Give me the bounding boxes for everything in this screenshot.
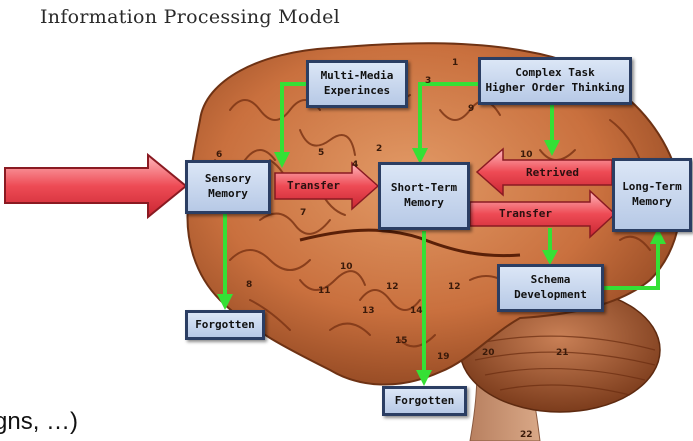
brain-number: 3 — [425, 76, 432, 86]
box-line: Multi-Media — [320, 69, 394, 83]
brain-number: 11 — [318, 286, 331, 296]
brain-number: 19 — [437, 352, 450, 362]
brain-number: 20 — [482, 348, 495, 358]
transfer-label: Transfer — [499, 207, 552, 220]
box-line: Memory — [632, 195, 672, 208]
box-line: Sensory — [204, 172, 252, 186]
brain-number: 10 — [340, 262, 353, 272]
brain-number: 6 — [216, 150, 223, 160]
brain-number: 22 — [520, 430, 533, 440]
box-line: Development — [514, 288, 587, 301]
brain-number: 4 — [352, 160, 359, 170]
brain-number: 2 — [376, 144, 383, 154]
retrived-label: Retrived — [526, 166, 579, 179]
brain-number: 21 — [556, 348, 569, 358]
brain-number: 12 — [448, 282, 461, 292]
brain-number: 13 — [362, 306, 375, 316]
box-line: Higher Order Thinking — [485, 81, 625, 94]
brain-number: 10 — [520, 150, 533, 160]
box-line: Long-Term — [622, 180, 682, 194]
brain-number: 5 — [318, 148, 325, 158]
brain-number: 9 — [468, 104, 475, 114]
transfer-label: Transfer — [287, 179, 340, 192]
brain-number: 7 — [300, 208, 307, 218]
brain-number: 12 — [386, 282, 399, 292]
box-line: Experinces — [323, 84, 391, 97]
brain-number: 1 — [452, 58, 459, 68]
box-line: Memory — [208, 187, 248, 200]
brain-number: 15 — [395, 336, 408, 346]
cropped-footer-text: gns, …) — [0, 408, 79, 435]
brain-number: 8 — [246, 280, 253, 290]
forgotten-left-box: Forgotten — [185, 310, 265, 340]
brain-number: 14 — [410, 306, 423, 316]
box-line: Memory — [404, 196, 444, 209]
box-line: Complex Task — [515, 66, 595, 80]
box-line: Short-Term — [390, 181, 458, 195]
box-line: Schema — [530, 273, 571, 287]
forgotten-center-box: Forgotten — [382, 386, 467, 416]
diagram-title: Information Processing Model — [40, 6, 341, 28]
